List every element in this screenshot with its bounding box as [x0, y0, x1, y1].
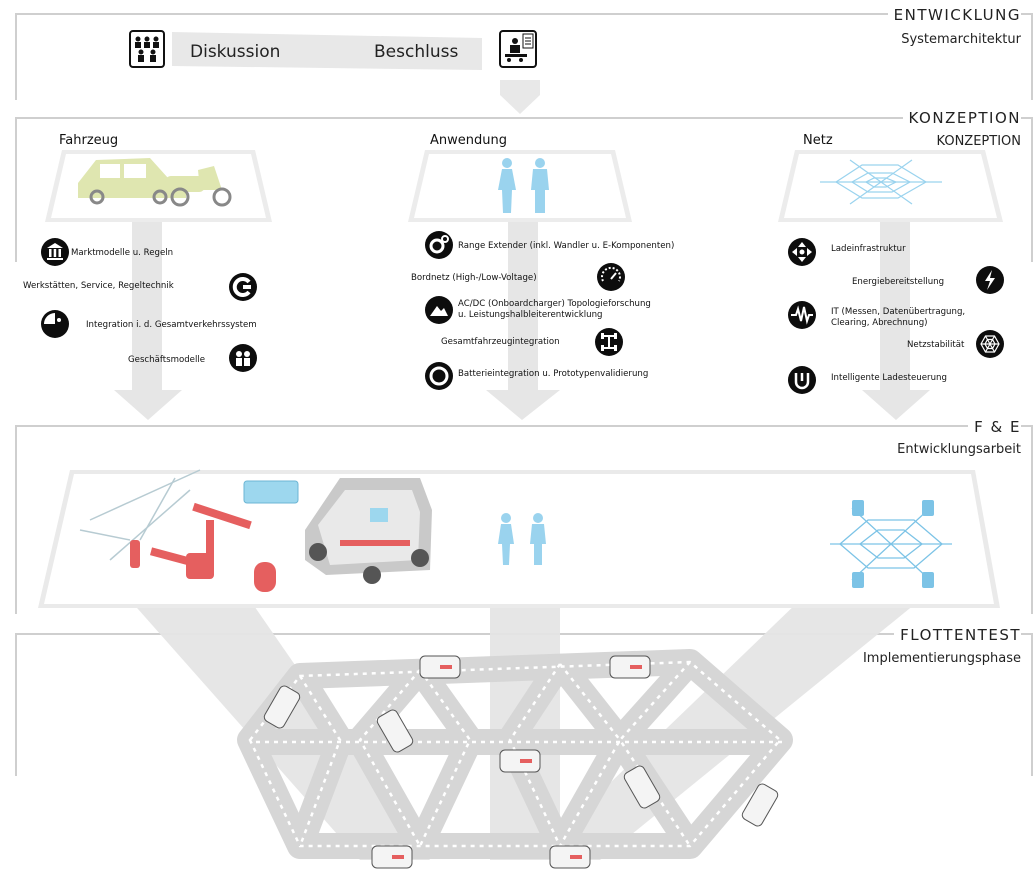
chassis-icon	[595, 328, 623, 356]
section-subtitle-konzeption: KONZEPTION	[932, 134, 1021, 149]
service-icon	[229, 273, 257, 301]
gauge-icon	[597, 263, 625, 291]
section-title-flottentest: FLOTTENTEST	[894, 626, 1021, 644]
section-title-fe: F & E	[968, 418, 1021, 436]
column-heading-anwendung: Anwendung	[430, 133, 507, 148]
fahrzeug-item-label: Marktmodelle u. Regeln	[71, 248, 174, 258]
anwendung-item-label: AC/DC (Onboardcharger) Topologieforschun…	[458, 299, 651, 309]
decision-presenter-icon	[499, 30, 537, 68]
discussion-group-icon	[129, 30, 165, 68]
section-subtitle-fe: Entwicklungsarbeit	[893, 442, 1021, 457]
anwendung-item-label: Batterieintegration u. Prototypenvalidie…	[458, 369, 649, 379]
section-title-konzeption: KONZEPTION	[902, 109, 1021, 127]
section-subtitle-flottentest: Implementierungsphase	[858, 651, 1021, 666]
anwendung-item-label: Gesamtfahrzeugintegration	[441, 337, 560, 347]
section-title-entwicklung: ENTWICKLUNG	[887, 6, 1021, 24]
netz-item-label: IT (Messen, Datenübertragung,	[831, 307, 966, 317]
netz-item-label: Netzstabilität	[907, 340, 965, 350]
column-heading-fahrzeug: Fahrzeug	[59, 133, 119, 148]
column-heading-netz: Netz	[803, 133, 833, 148]
lightning-icon	[976, 266, 1004, 294]
bank-icon	[41, 238, 69, 266]
business-icon	[229, 344, 257, 372]
arrows-icon	[788, 238, 816, 266]
netz-item-label: Ladeinfrastruktur	[831, 244, 906, 254]
gear-icon	[425, 231, 453, 259]
section-subtitle-entwicklung: Systemarchitektur	[897, 32, 1021, 47]
netz-item-label-line2: Clearing, Abrechnung)	[831, 318, 928, 328]
mountain-icon	[425, 296, 453, 324]
fahrzeug-item-label: Integration i. d. Gesamtverkehrssystem	[86, 320, 257, 330]
wave-icon	[788, 301, 816, 329]
flow-start-label: Diskussion	[190, 42, 281, 62]
anwendung-item-label-line2: u. Leistungshalbleiterentwicklung	[458, 310, 603, 320]
anwendung-item-label: Bordnetz (High-/Low-Voltage)	[411, 273, 537, 283]
ring-icon	[425, 362, 453, 390]
anwendung-item-label: Range Extender (inkl. Wandler u. E-Kompo…	[458, 241, 675, 251]
fahrzeug-item-label: Geschäftsmodelle	[128, 355, 206, 365]
plug-icon	[788, 366, 816, 394]
integration-icon	[41, 310, 69, 338]
fahrzeug-item-label: Werkstätten, Service, Regeltechnik	[23, 281, 174, 291]
flow-end-label: Beschluss	[374, 42, 459, 62]
netz-item-label: Energiebereitstellung	[852, 277, 945, 287]
web-icon	[976, 330, 1004, 358]
netz-item-label: Intelligente Ladesteuerung	[831, 373, 947, 383]
